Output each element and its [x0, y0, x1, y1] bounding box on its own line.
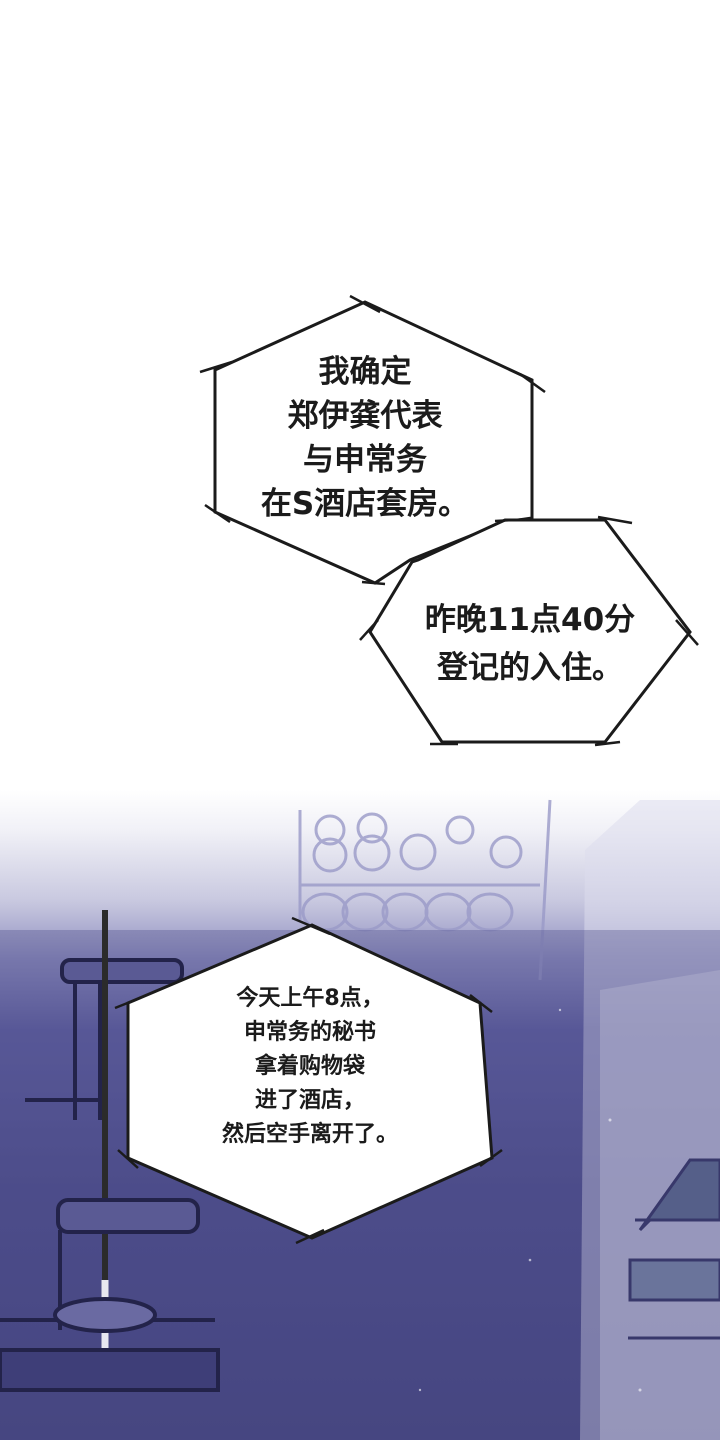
bubble-2-line: 登记的入住。 [437, 650, 623, 686]
bubble-3-line: 申常务的秘书 [243, 1020, 376, 1045]
bubble-3-text: 今天上午8点， 申常务的秘书 拿着购物袋 进了酒店， 然后空手离开了。 [130, 982, 490, 1152]
bubble-3-line: 进了酒店， [254, 1088, 365, 1113]
highlight-dots [418, 1008, 642, 1392]
bubble-1-line: 郑伊龚代表 [287, 398, 443, 434]
staircase [628, 1158, 720, 1340]
bubble-1-line: 与申常务 [303, 442, 427, 478]
bubble-2-line: 昨晚11点40分 [424, 602, 636, 638]
dumbbell-rack [298, 799, 552, 981]
bubble-1-line: 我确定 [318, 354, 412, 390]
bubble-3-line: 拿着购物袋 [254, 1054, 365, 1079]
bench-press [0, 910, 220, 1392]
bubble-3-line: 然后空手离开了。 [221, 1122, 398, 1147]
bubble-1-text: 我确定 郑伊龚代表 与申常务 在S酒店套房。 [200, 350, 530, 526]
bubble-1-line: 在S酒店套房。 [260, 486, 470, 522]
bubble-2-text: 昨晚11点40分 登记的入住。 [380, 596, 680, 692]
bubble-3-line: 今天上午8点， [236, 986, 384, 1011]
